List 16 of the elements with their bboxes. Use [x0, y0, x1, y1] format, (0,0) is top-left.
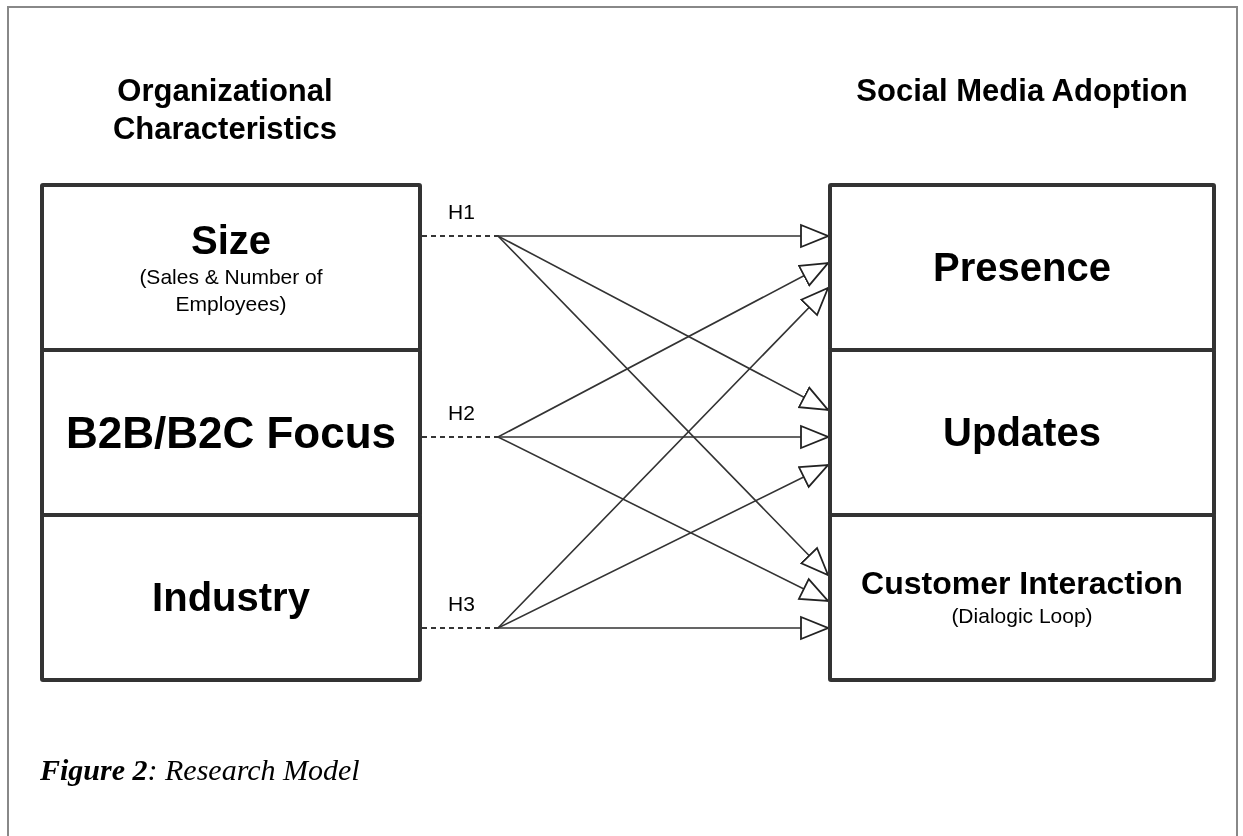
column-heading: Organizational Characteristics: [112, 72, 338, 148]
arrow: [421, 616, 829, 640]
column-heading: Social Media Adoption: [855, 72, 1189, 110]
variable-description: (Dialogic Loop): [951, 603, 1093, 630]
variable-name: Industry: [152, 575, 310, 620]
variable-name: Size: [190, 217, 271, 263]
variable-name: Presence: [933, 245, 1111, 290]
variable-description: (Sales & Number of Employees): [138, 263, 324, 317]
arrow: [421, 436, 829, 602]
variable-name: B2B/B2C Focus: [65, 407, 397, 458]
figure-caption: Figure 2: Research Model: [40, 753, 360, 787]
variable-name: Updates: [943, 410, 1101, 455]
variable-box: [828, 513, 1216, 682]
arrow: [421, 235, 829, 576]
variable-box: [40, 513, 422, 682]
variable-name: Customer Interaction: [861, 565, 1183, 603]
